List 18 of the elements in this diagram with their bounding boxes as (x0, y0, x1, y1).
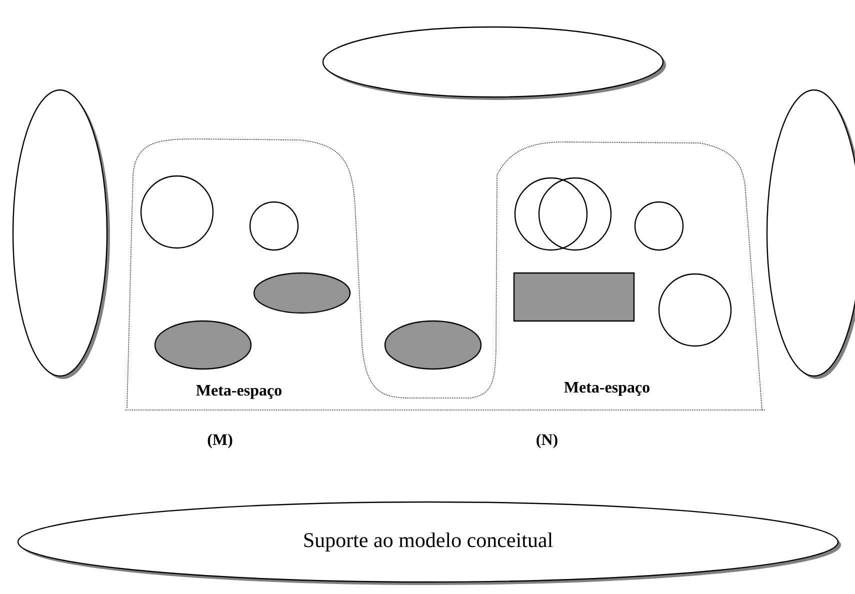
dotted-region: Meta-espaço Meta-espaço (124, 138, 766, 410)
ellipse-shape (322, 26, 666, 100)
node-label: Meta-espaço (196, 385, 282, 399)
circle-shape (514, 177, 588, 251)
region-label: (M) (208, 434, 232, 448)
region-label: (N) (536, 434, 558, 448)
circle-shape (634, 201, 684, 251)
circle-shape (249, 201, 299, 251)
rectangle-shape (513, 272, 635, 322)
circle-shape (140, 175, 214, 249)
ellipse-box: Suporte ao modelo conceitual (17, 501, 841, 585)
ellipse-shape (253, 272, 351, 314)
circle-shape (658, 273, 732, 347)
ellipse-shape (766, 89, 855, 379)
node-label: Meta-espaço (564, 382, 650, 396)
circle-shape (538, 177, 612, 251)
ellipse-shape (12, 89, 110, 379)
ellipse-shape (154, 320, 252, 370)
